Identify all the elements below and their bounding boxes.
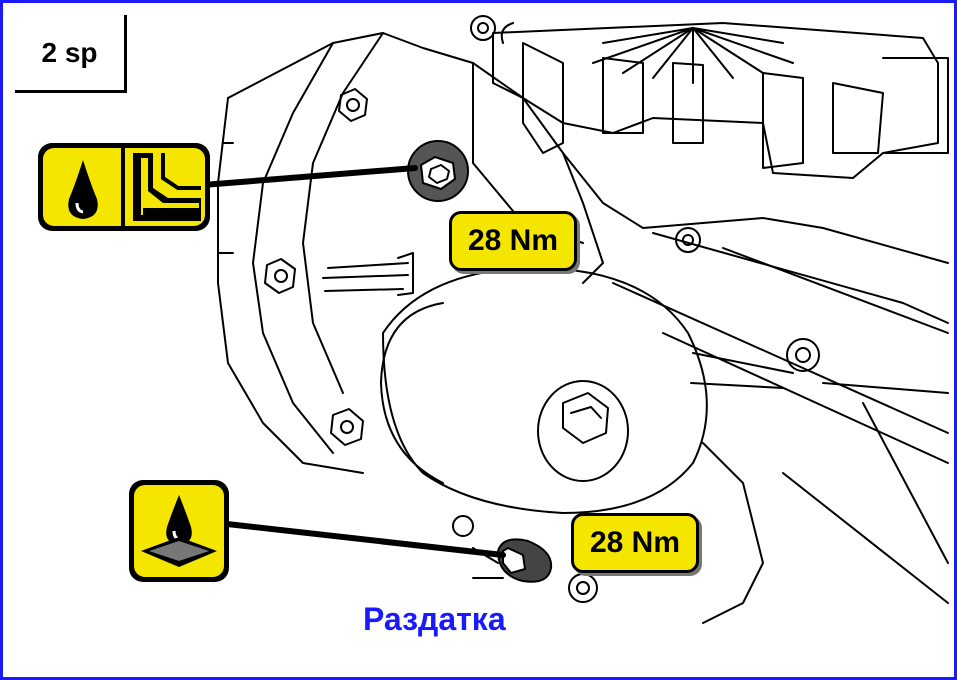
housing-outline <box>217 32 949 624</box>
transmission-variant-tag: 2 sp <box>15 15 127 93</box>
cover-ribs <box>322 252 414 296</box>
bolt-right <box>786 338 820 372</box>
bolt-lower-mid <box>452 515 474 537</box>
fill-plug <box>407 140 469 202</box>
bolt-top-left <box>338 88 368 122</box>
bolt-bracket <box>675 227 701 253</box>
oil-filler-level-icon <box>38 143 210 231</box>
transfer-case-drawing <box>38 15 949 624</box>
drain-plug-torque-label: 28 Nm <box>571 513 699 573</box>
bolt-left-mid <box>264 258 296 294</box>
caption: Раздатка <box>363 601 506 637</box>
bolt-left-lower <box>330 408 364 446</box>
drain-plug <box>472 538 553 583</box>
bolt-lower-right <box>568 573 598 603</box>
leader-lines <box>200 165 506 558</box>
bolt-heads <box>264 88 820 603</box>
output-flange <box>380 266 794 514</box>
fill-plug-torque-label: 28 Nm <box>449 211 577 271</box>
oil-drain-icon <box>129 480 229 582</box>
upper-mechanism <box>470 15 949 179</box>
